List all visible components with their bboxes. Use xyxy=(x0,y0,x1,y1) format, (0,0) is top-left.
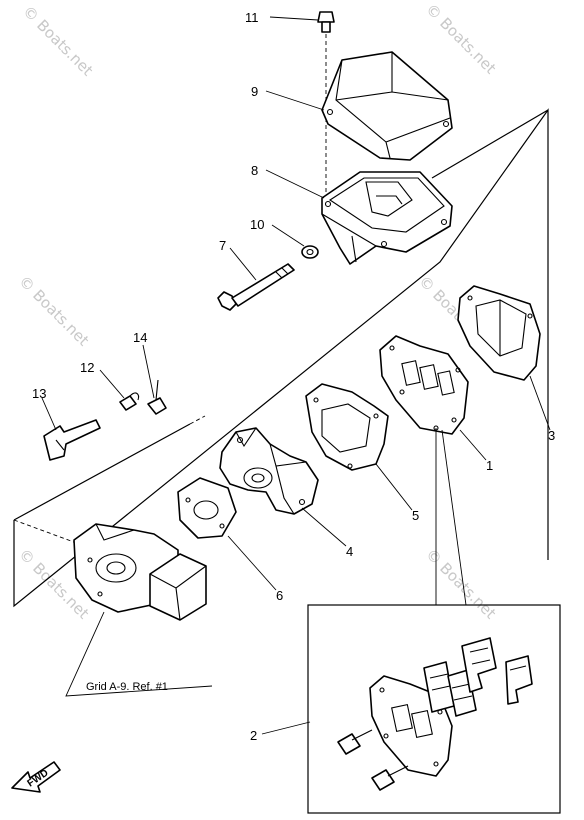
watermark-bottom-right: © Boats.net xyxy=(422,545,500,623)
callout-13: 13 xyxy=(32,386,46,401)
assembly-boundary xyxy=(13,108,549,608)
carburetor-reference xyxy=(73,523,207,621)
part-14-retainer xyxy=(147,379,167,415)
part-3-gasket xyxy=(457,285,541,381)
callout-7: 7 xyxy=(219,238,226,253)
leader-lines xyxy=(41,16,551,735)
part-9-cover xyxy=(321,51,453,161)
part-6-gasket xyxy=(177,477,237,539)
callout-3: 3 xyxy=(548,428,555,443)
part-12-clip xyxy=(119,392,140,411)
forward-direction-arrow: FWD xyxy=(11,761,61,793)
part-10-grommet xyxy=(301,245,319,259)
grid-reference-note: Grid A-9. Ref. #1 xyxy=(86,681,168,693)
callout-4: 4 xyxy=(346,544,353,559)
part-7-bolt xyxy=(217,263,295,311)
part-2-inset-box xyxy=(307,428,561,814)
callout-numbers: 11 9 8 10 7 12 14 13 1 3 5 4 6 2 xyxy=(32,10,555,743)
part-1-reed-plate xyxy=(379,335,469,435)
callout-14: 14 xyxy=(133,330,147,345)
callout-12: 12 xyxy=(80,360,94,375)
callout-9: 9 xyxy=(251,84,258,99)
watermark-top-left: © Boats.net xyxy=(19,2,97,80)
callout-1: 1 xyxy=(486,458,493,473)
part-5-plate xyxy=(305,383,389,471)
watermark-top-right: © Boats.net xyxy=(422,0,500,78)
callout-5: 5 xyxy=(412,508,419,523)
watermark-mid-left: © Boats.net xyxy=(15,272,93,350)
part-2-reed-assembly xyxy=(337,637,533,791)
callout-11: 11 xyxy=(245,10,259,25)
callout-6: 6 xyxy=(276,588,283,603)
part-8-housing xyxy=(321,171,453,265)
callout-10: 10 xyxy=(250,217,264,232)
callout-8: 8 xyxy=(251,163,258,178)
part-4-manifold xyxy=(219,427,319,515)
callout-2: 2 xyxy=(250,728,257,743)
part-13-plug xyxy=(43,419,101,461)
